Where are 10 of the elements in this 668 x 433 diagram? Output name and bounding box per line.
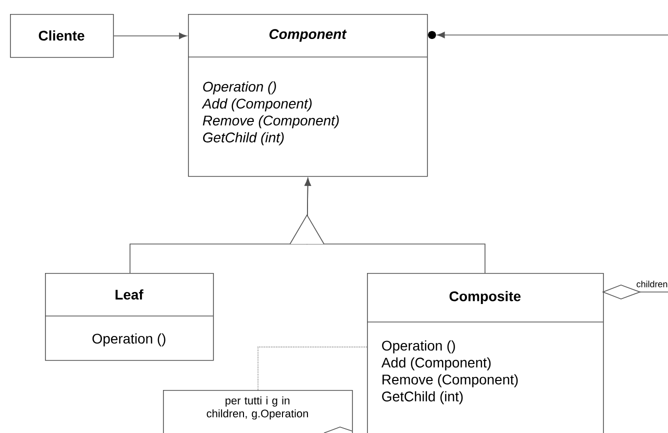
class-box: Component Operation () Add (Component) Remove (Component) GetChild (int) [188, 14, 428, 177]
class-box: Cliente [10, 14, 114, 58]
class-box: Composite Operation () Add (Component) Remove (Component) GetChild (int) [366, 273, 604, 433]
note-box: per tutti i g in children, g.Operation [163, 390, 353, 433]
arrow [113, 32, 187, 40]
aggregation-arrow [428, 31, 668, 300]
class-box: Leaf Operation () [44, 273, 214, 361]
leader-line [258, 346, 368, 390]
edge-label: children [635, 280, 668, 288]
arrow [304, 178, 486, 274]
